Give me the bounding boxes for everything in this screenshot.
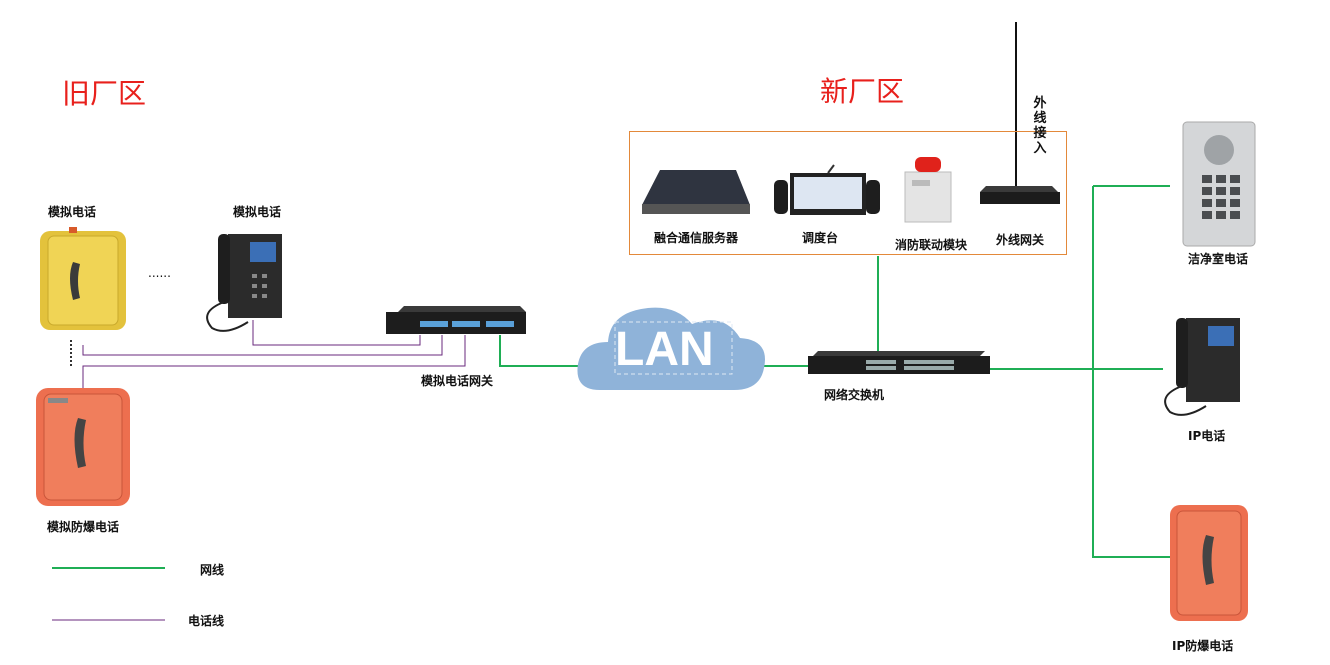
- trunk-access-label: 外线接入: [1033, 96, 1047, 156]
- ip-phone-icon: [1164, 318, 1240, 416]
- yellow-analog-phone-icon: [40, 227, 126, 330]
- analog-ex-phone-label: 模拟防爆电话: [47, 520, 120, 534]
- fire-module-icon: [904, 157, 952, 223]
- analog-gateway-icon: [386, 306, 526, 334]
- analog-phone-2-label: 模拟电话: [233, 205, 282, 219]
- old-plant-title: 旧厂区: [62, 77, 147, 110]
- net-line-trunk-vertical: [1092, 186, 1170, 558]
- cleanroom-phone-label: 洁净室电话: [1188, 252, 1249, 266]
- fire-module-label: 消防联动模块: [895, 238, 968, 252]
- vertical-ellipsis: [70, 340, 76, 366]
- ip-ex-phone-label: IP防爆电话: [1172, 639, 1234, 653]
- net-line-gateway-lan: [499, 335, 585, 367]
- console-label: 调度台: [802, 231, 839, 245]
- server-icon: [642, 170, 750, 214]
- switch-label: 网络交换机: [824, 388, 885, 402]
- lan-cloud-icon: [577, 307, 765, 390]
- network-switch-icon: [808, 351, 990, 374]
- lan-label: LAN: [615, 323, 714, 376]
- server-label: 融合通信服务器: [654, 231, 739, 245]
- orange-analog-ex-phone-icon: [36, 388, 130, 506]
- new-plant-title: 新厂区: [820, 75, 905, 108]
- trunk-gateway-label: 外线网关: [996, 233, 1045, 247]
- phone-line-analog-1: [82, 335, 443, 356]
- network-lines: [499, 185, 1170, 558]
- new-plant-core-box: [629, 131, 1067, 255]
- ip-ex-phone-icon: [1170, 505, 1248, 621]
- phone-line-analog-2: [252, 320, 421, 346]
- legend-network-label: 网线: [200, 563, 225, 577]
- ip-phone-label: IP电话: [1188, 429, 1226, 443]
- legend-phone-label: 电话线: [188, 614, 225, 628]
- phone-line-ex-phone: [82, 335, 466, 388]
- horizontal-ellipsis: ......: [148, 266, 171, 280]
- analog-phone-1-label: 模拟电话: [48, 205, 97, 219]
- analog-gateway-label: 模拟电话网关: [421, 374, 494, 388]
- cleanroom-phone-icon: [1182, 121, 1256, 247]
- trunk-gateway-icon: [980, 186, 1060, 204]
- desk-analog-phone-icon: [206, 234, 282, 332]
- console-icon: [774, 164, 880, 215]
- phone-lines: [82, 320, 466, 388]
